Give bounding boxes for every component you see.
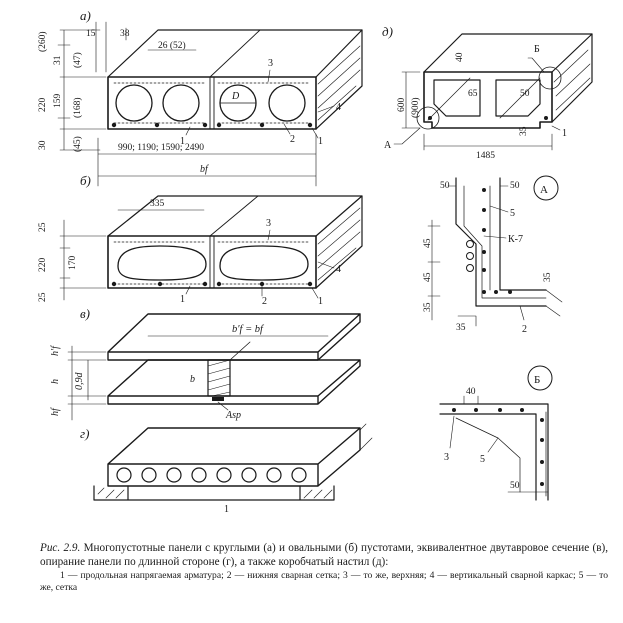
svg-text:35: 35: [543, 272, 553, 282]
svg-text:(900): (900): [410, 97, 421, 118]
void-circle: [162, 84, 200, 122]
panel-d-drawing: д) 40 65 50 35 1485 600 (900) Б А 1: [382, 24, 593, 161]
svg-text:15: 15: [86, 29, 96, 39]
svg-text:35: 35: [423, 302, 433, 312]
svg-text:1: 1: [180, 136, 185, 147]
svg-text:5: 5: [480, 454, 485, 465]
figure-caption: Рис. 2.9. Многопустотные панели с круглы…: [40, 542, 608, 594]
panel-a-front-face: [107, 76, 317, 130]
svg-text:h: h: [50, 379, 61, 384]
panel-g-label: г): [80, 426, 89, 441]
svg-text:(260): (260): [37, 31, 48, 52]
svg-text:bf: bf: [200, 164, 209, 175]
svg-text:3: 3: [266, 218, 271, 229]
svg-text:b: b: [190, 374, 195, 385]
svg-text:Asp: Asp: [225, 410, 241, 421]
svg-text:А: А: [384, 140, 392, 151]
svg-text:335: 335: [150, 199, 165, 209]
box-void-right: [495, 79, 541, 117]
svg-text:50: 50: [520, 89, 530, 99]
svg-text:3: 3: [444, 452, 449, 463]
detail-b-outline: [439, 403, 549, 501]
void-circle: [268, 84, 306, 122]
svg-text:40: 40: [455, 52, 465, 62]
svg-text:1: 1: [562, 128, 567, 139]
svg-text:Б: Б: [534, 44, 540, 55]
svg-text:25: 25: [38, 292, 48, 302]
svg-text:40: 40: [466, 387, 476, 397]
box-void-left: [433, 79, 481, 117]
svg-text:2: 2: [522, 324, 527, 335]
caption-text: Многопустотные панели с круглыми (а) и о…: [40, 542, 608, 568]
panel-d-label: д): [382, 24, 393, 39]
void-oval: [219, 245, 309, 281]
svg-text:4: 4: [336, 264, 341, 275]
svg-text:b′f = bf: b′f = bf: [232, 324, 265, 335]
support-walls: [93, 485, 335, 501]
svg-text:D: D: [231, 91, 240, 102]
void-circle: [115, 84, 153, 122]
svg-text:65: 65: [468, 89, 478, 99]
panel-g-drawing: г) 1: [80, 423, 373, 515]
svg-text:31: 31: [53, 55, 63, 65]
panel-v-label: в): [80, 306, 90, 321]
panel-a-drawing: а) (260) 31 (47) 220 159 (168) 30 (45): [37, 8, 363, 187]
svg-text:1: 1: [180, 294, 185, 305]
svg-text:4: 4: [336, 102, 341, 113]
svg-text:45: 45: [423, 272, 433, 282]
svg-text:45: 45: [423, 238, 433, 248]
svg-text:1: 1: [318, 136, 323, 147]
detail-a-outline: [455, 177, 547, 307]
svg-text:h′f: h′f: [50, 345, 61, 356]
svg-text:26 (52): 26 (52): [158, 40, 186, 51]
i-section-web: [207, 359, 231, 397]
caption-legend: 1 — продольная напрягаемая арматура; 2 —…: [40, 570, 608, 594]
panel-b-label: б): [80, 173, 91, 188]
svg-text:(45): (45): [72, 136, 83, 152]
svg-text:50: 50: [440, 181, 450, 191]
svg-text:0,9d: 0,9d: [74, 372, 85, 391]
slab-panel: [107, 427, 361, 487]
svg-text:220: 220: [38, 98, 48, 113]
svg-text:1485: 1485: [476, 151, 495, 161]
svg-text:(168): (168): [72, 97, 83, 118]
svg-text:К-7: К-7: [508, 234, 523, 245]
svg-text:38: 38: [120, 29, 130, 39]
i-section-top-flange: [107, 313, 361, 361]
svg-text:2: 2: [290, 134, 295, 145]
svg-text:50: 50: [510, 181, 520, 191]
detail-a-drawing: А 50 50 45 45 35 35 35 5 К-7 2: [423, 175, 563, 335]
svg-text:220: 220: [38, 258, 48, 273]
svg-text:25: 25: [38, 222, 48, 232]
svg-text:170: 170: [68, 256, 78, 271]
i-section-bottom-flange: [107, 359, 361, 405]
box-slab-top-face: [423, 33, 593, 73]
panel-b-drawing: б) 335 25 220 170 25 3 4 1 2 1: [38, 173, 363, 307]
technical-drawing: а) (260) 31 (47) 220 159 (168) 30 (45): [37, 8, 593, 515]
panel-a-label: а): [80, 8, 91, 23]
svg-text:159: 159: [53, 94, 63, 109]
svg-text:35: 35: [519, 126, 529, 136]
svg-text:30: 30: [38, 140, 48, 150]
svg-text:5: 5: [510, 208, 515, 219]
detail-b-drawing: Б 40 50 3 5: [439, 365, 553, 501]
detail-a-label: А: [540, 184, 548, 196]
slab-voids: [116, 467, 307, 483]
svg-text:1: 1: [224, 504, 229, 515]
void-oval: [117, 245, 207, 281]
svg-text:3: 3: [268, 58, 273, 69]
svg-text:2: 2: [262, 296, 267, 307]
svg-text:1: 1: [318, 296, 323, 307]
svg-text:50: 50: [510, 481, 520, 491]
svg-text:hf: hf: [50, 407, 61, 416]
panel-b-front-face: [107, 235, 317, 289]
svg-text:35: 35: [456, 323, 466, 333]
detail-b-label: Б: [534, 374, 540, 386]
figure-number: Рис. 2.9.: [40, 542, 81, 554]
detail-a-holes: [466, 240, 474, 272]
svg-text:600: 600: [397, 98, 407, 113]
svg-text:(47): (47): [72, 52, 83, 68]
panel-v-drawing: в) b′f = bf b Asp h′f h 0,9d hf: [50, 306, 361, 421]
svg-text:990; 1190; 1590; 2490: 990; 1190; 1590; 2490: [118, 143, 204, 153]
